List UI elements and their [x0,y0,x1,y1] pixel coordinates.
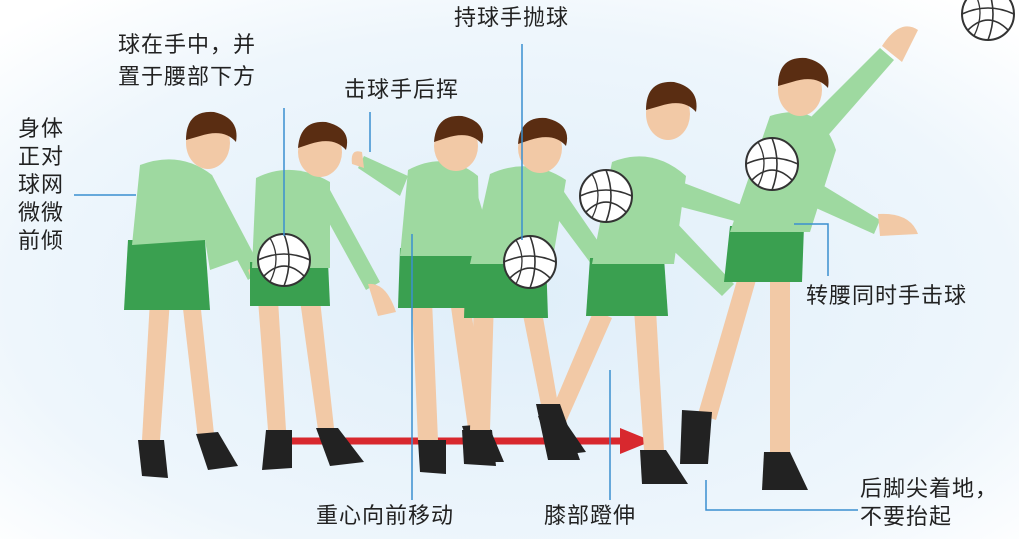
label-line: 正对 [18,145,65,170]
label-line: 后脚尖着地， [860,477,999,502]
label-line: 微微 [18,201,65,226]
label-line: 球网 [18,173,65,198]
label-line: 不要抬起 [860,505,953,530]
label-line: 置于腰部下方 [118,65,257,90]
label-turn-waist: 转腰同时手击球 [806,284,968,309]
label-line: 前倾 [18,229,65,254]
label-swing-back: 击球手后挥 [344,78,460,103]
player-figure-1 [124,111,270,478]
movement-arrow-head [620,428,652,454]
label-body-upright: 身体 正对 球网 微微 前倾 [18,116,64,256]
label-line: 身体 [18,117,65,142]
player-figure-5 [536,81,784,484]
label-ball-in-hand: 球在手中，并 置于腰部下方 [118,30,256,94]
player-figure-2 [250,121,396,470]
label-heel-down: 后脚尖着地， 不要抬起 [860,476,998,532]
label-knee-extend: 膝部蹬伸 [544,504,637,529]
label-weight-forward: 重心向前移动 [316,504,455,529]
label-line: 球在手中，并 [118,33,257,58]
label-toss-ball: 持球手抛球 [454,6,570,31]
player-figure-6 [680,26,918,490]
leader-lines [74,44,858,511]
player-figure-4 [462,117,626,466]
